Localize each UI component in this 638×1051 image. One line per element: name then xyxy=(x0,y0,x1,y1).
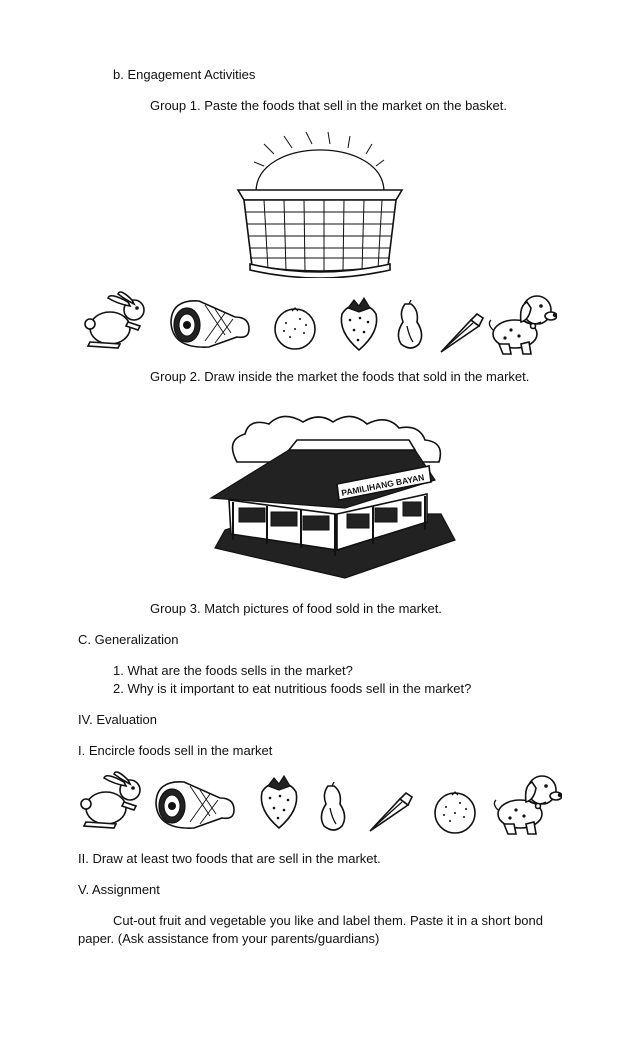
assignment-heading: V. Assignment xyxy=(78,882,160,897)
dog-icon-2 xyxy=(490,770,562,836)
assignment-line-2: paper. (Ask assistance from your parents… xyxy=(78,931,380,946)
evaluation-heading: IV. Evaluation xyxy=(78,712,158,727)
papaya-icon-2 xyxy=(316,782,350,834)
ham-icon xyxy=(165,295,255,353)
strawberry-icon xyxy=(334,292,384,354)
basket-illustration xyxy=(234,130,406,278)
rabbit-icon xyxy=(80,288,152,352)
evaluation-part-2: II. Draw at least two foods that are sel… xyxy=(78,851,381,866)
generalization-question-2: 2. Why is it important to eat nutritious… xyxy=(113,681,472,696)
evaluation-part-1: I. Encircle foods sell in the market xyxy=(78,743,273,758)
papaya-icon xyxy=(393,300,427,352)
assignment-line-1: Cut-out fruit and vegetable you like and… xyxy=(113,913,543,928)
dog-icon xyxy=(485,290,557,356)
generalization-question-1: 1. What are the foods sells in the marke… xyxy=(113,663,353,678)
orange-icon xyxy=(272,305,318,351)
group2-instruction: Group 2. Draw inside the market the food… xyxy=(150,369,530,384)
group1-instruction: Group 1. Paste the foods that sell in th… xyxy=(150,98,507,113)
generalization-heading: C. Generalization xyxy=(78,632,179,647)
okra-icon-2 xyxy=(366,785,416,835)
ham-icon-2 xyxy=(150,776,240,834)
orange-icon-2 xyxy=(432,789,478,835)
okra-icon xyxy=(437,306,487,356)
market-illustration: PAMILIHANG BAYAN xyxy=(205,410,467,590)
strawberry-icon-2 xyxy=(254,770,304,832)
rabbit-icon-2 xyxy=(76,768,148,832)
group3-instruction: Group 3. Match pictures of food sold in … xyxy=(150,601,442,616)
engagement-heading: b. Engagement Activities xyxy=(113,67,256,82)
